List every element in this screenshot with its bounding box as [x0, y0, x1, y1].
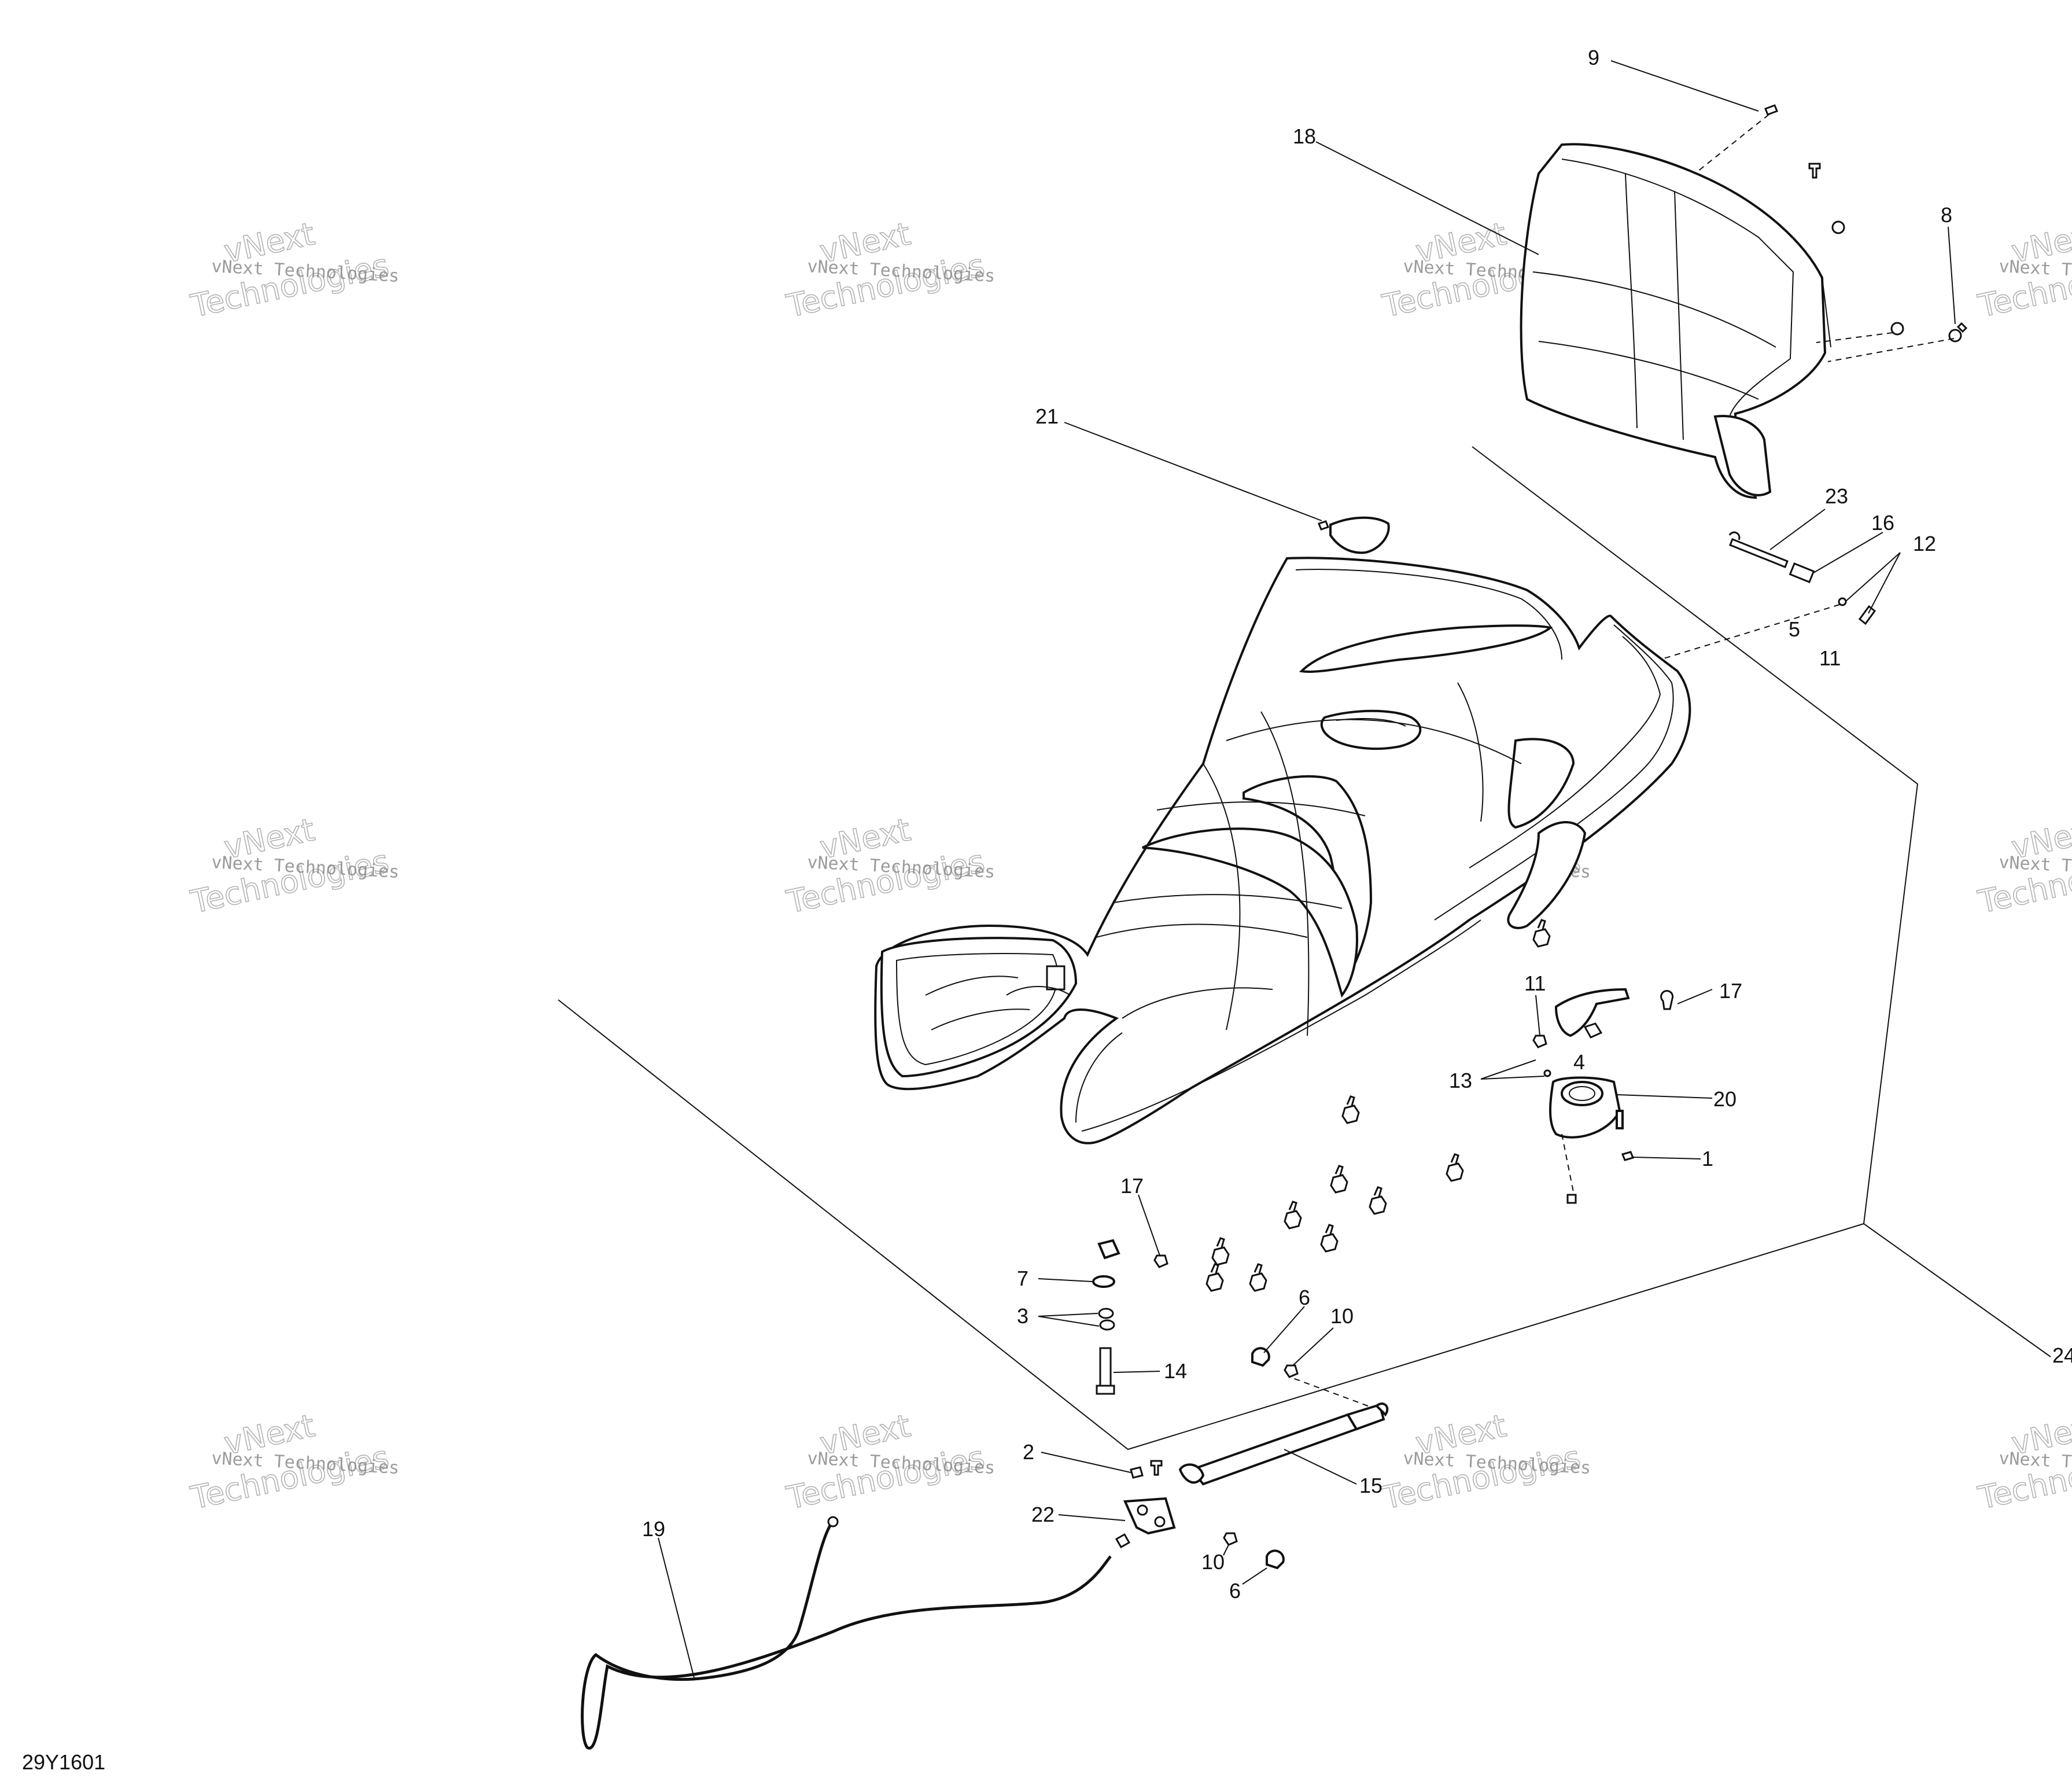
callout-21: 21: [1035, 404, 1059, 428]
callout-10-top: 10: [1330, 1304, 1354, 1328]
callout-6-top: 6: [1299, 1286, 1310, 1309]
bumper: [1446, 1153, 1464, 1182]
callout-10-bottom: 10: [1201, 1550, 1225, 1574]
callout-5: 5: [1789, 617, 1800, 641]
seat[interactable]: [874, 557, 1691, 1144]
bumper: [1284, 1201, 1302, 1229]
callout-22: 22: [1031, 1503, 1055, 1526]
callout-8: 8: [1941, 203, 1952, 227]
callout-14: 14: [1164, 1359, 1187, 1383]
callout-15: 15: [1359, 1474, 1382, 1497]
backrest-mount-hardware: [1660, 531, 1876, 660]
callout-23: 23: [1825, 484, 1848, 508]
bumper: [1532, 919, 1551, 948]
callout-20: 20: [1713, 1087, 1737, 1111]
callout-11-top: 11: [1819, 646, 1841, 670]
callout-1: 1: [1702, 1147, 1713, 1170]
callout-18: 18: [1293, 124, 1316, 148]
latch-bracket: [1123, 1460, 1176, 1535]
callout-24: 24: [2052, 1343, 2072, 1367]
perspective-frame: [558, 446, 2051, 1451]
callout-labels: 9 18 8 21 23 16 12 5 11 11 17 4 13 20 1 …: [22, 46, 2072, 1774]
callout-17-latch: 17: [1719, 979, 1742, 1003]
callout-6-bottom: 6: [1229, 1579, 1241, 1603]
leader-lines: [658, 60, 1956, 1678]
gas-strut: [1178, 1347, 1389, 1570]
callout-4: 4: [1573, 1050, 1585, 1074]
callout-9: 9: [1588, 46, 1599, 69]
backrest[interactable]: [1520, 143, 1831, 499]
callout-12: 12: [1913, 532, 1936, 555]
bumper: [1320, 1224, 1339, 1253]
callout-7: 7: [1017, 1267, 1028, 1290]
backrest-hardware: [1694, 104, 1968, 362]
bumper: [1249, 1263, 1267, 1292]
callout-13: 13: [1449, 1069, 1472, 1092]
strut-mount-hardware: [1092, 1239, 1168, 1395]
bumper: [1211, 1237, 1230, 1266]
callout-17-left: 17: [1120, 1174, 1144, 1198]
seat-latch-cover: [1318, 516, 1390, 554]
callout-16: 16: [1871, 511, 1894, 535]
release-cable: [581, 1516, 1131, 1750]
bumper: [1205, 1263, 1224, 1292]
callout-2: 2: [1023, 1440, 1034, 1464]
latch-assembly: [1532, 988, 1674, 1204]
figure-id: 29Y1601: [22, 1750, 105, 1774]
callout-3: 3: [1017, 1304, 1028, 1328]
callout-11-latch: 11: [1524, 971, 1546, 995]
bumper: [1369, 1186, 1387, 1215]
bumper: [1330, 1165, 1348, 1194]
callout-19: 19: [642, 1517, 665, 1541]
seat-bumpers: [1205, 919, 1551, 1292]
bumper: [1341, 1095, 1360, 1124]
